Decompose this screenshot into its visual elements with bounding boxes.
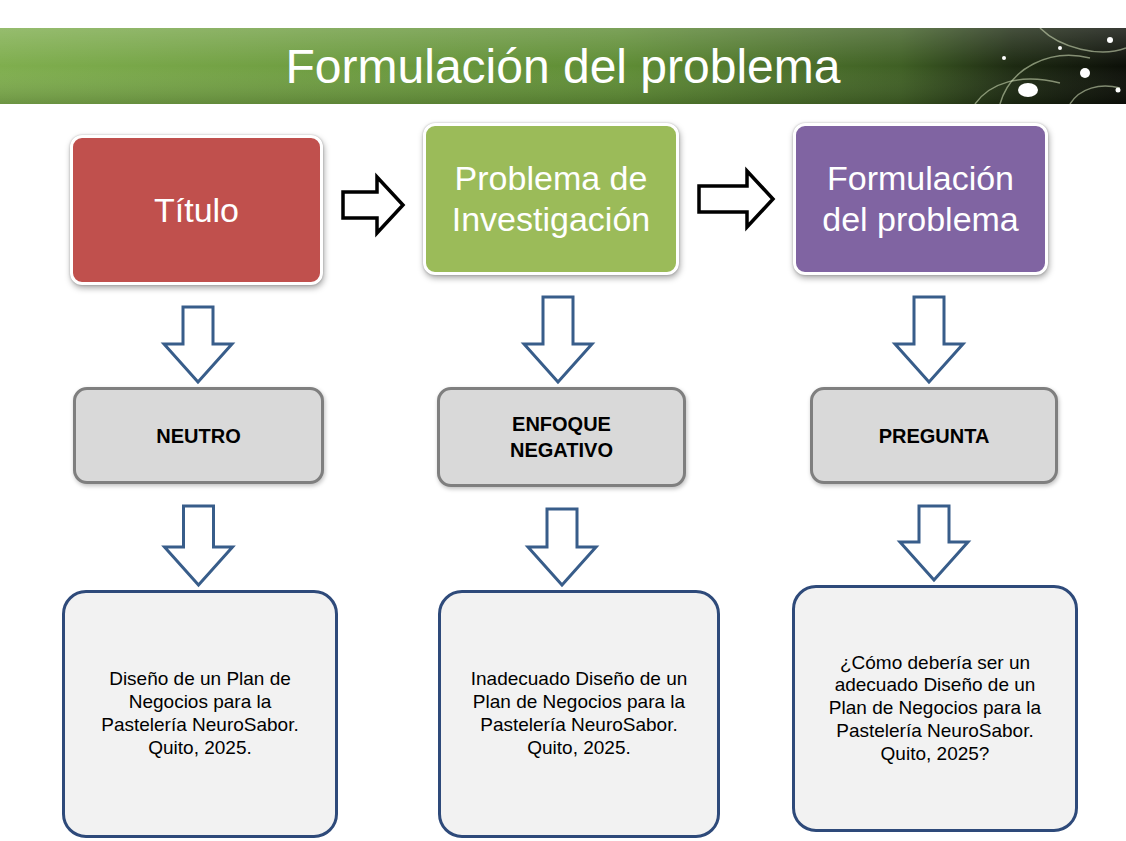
box-text: Problema de Investigación — [436, 158, 666, 240]
example-box: Diseño de un Plan de Negocios para la Pa… — [62, 590, 338, 838]
problem-box: Problema de Investigación — [423, 123, 679, 275]
block-arrow — [343, 177, 403, 233]
category-box: NEUTRO — [73, 387, 324, 484]
box-text: Diseño de un Plan de Negocios para la Pa… — [93, 668, 308, 759]
example-box: ¿Cómo debería ser un adecuado Diseño de … — [792, 585, 1078, 832]
slide-title: Formulación del problema — [0, 28, 1126, 104]
box-text: NEUTRO — [89, 423, 309, 449]
box-text: ¿Cómo debería ser un adecuado Diseño de … — [824, 652, 1046, 766]
box-text: PREGUNTA — [824, 423, 1044, 449]
formulation-box: Formulación del problema — [793, 123, 1048, 275]
category-box: ENFOQUE NEGATIVO — [437, 387, 686, 487]
category-box: PREGUNTA — [810, 387, 1058, 484]
block-arrow — [699, 171, 773, 227]
block-arrow — [528, 509, 596, 585]
block-arrow — [900, 506, 968, 580]
box-text: Título — [82, 190, 312, 231]
box-text: Formulación del problema — [806, 158, 1036, 240]
block-arrow — [895, 297, 963, 382]
example-box: Inadecuado Diseño de un Plan de Negocios… — [438, 590, 720, 838]
box-text: ENFOQUE NEGATIVO — [487, 411, 637, 463]
box-text: Inadecuado Diseño de un Plan de Negocios… — [468, 668, 690, 759]
block-arrow — [165, 506, 233, 585]
block-arrow — [164, 307, 232, 382]
block-arrow — [524, 297, 592, 382]
title-box: Título — [70, 135, 323, 285]
